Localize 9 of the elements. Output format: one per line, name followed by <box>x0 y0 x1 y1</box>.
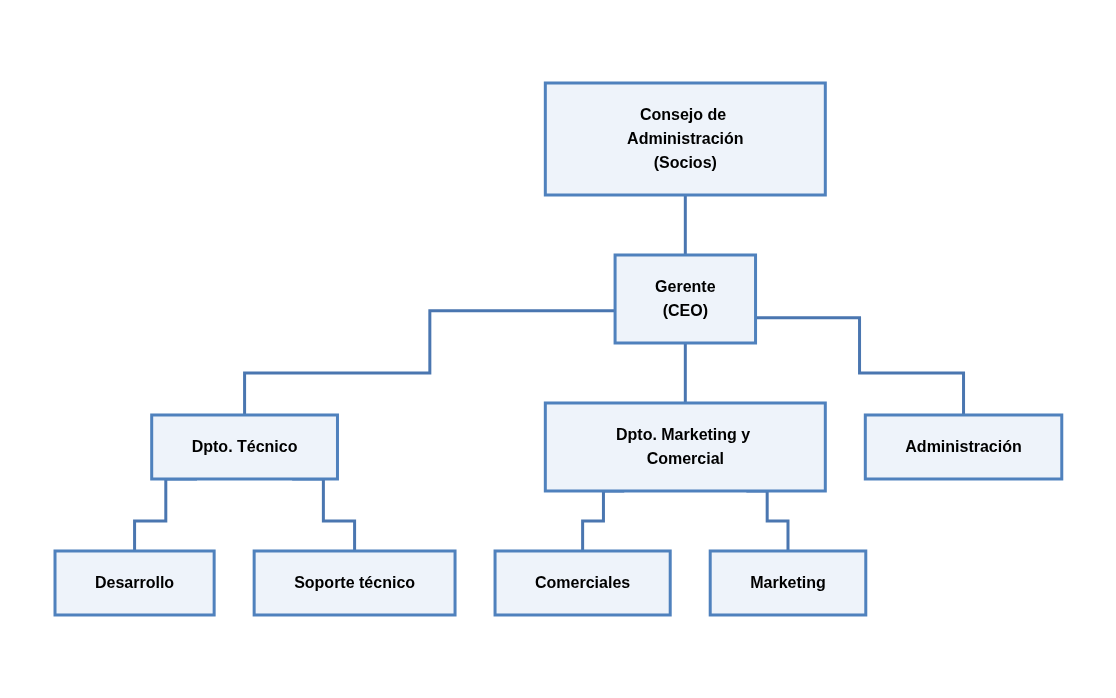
node-box: Soporte técnico <box>252 549 457 617</box>
node-box: Gerente (CEO) <box>613 253 757 345</box>
node-box: Marketing <box>708 549 867 617</box>
node-box: Comerciales <box>493 549 672 617</box>
node-box: Dpto. Técnico <box>149 413 339 481</box>
node-box: Administración <box>863 413 1063 481</box>
node-box: Desarrollo <box>53 549 216 617</box>
node-box: Dpto. Marketing y Comercial <box>543 401 827 493</box>
node-box: Consejo de Administración (Socios) <box>543 81 827 197</box>
